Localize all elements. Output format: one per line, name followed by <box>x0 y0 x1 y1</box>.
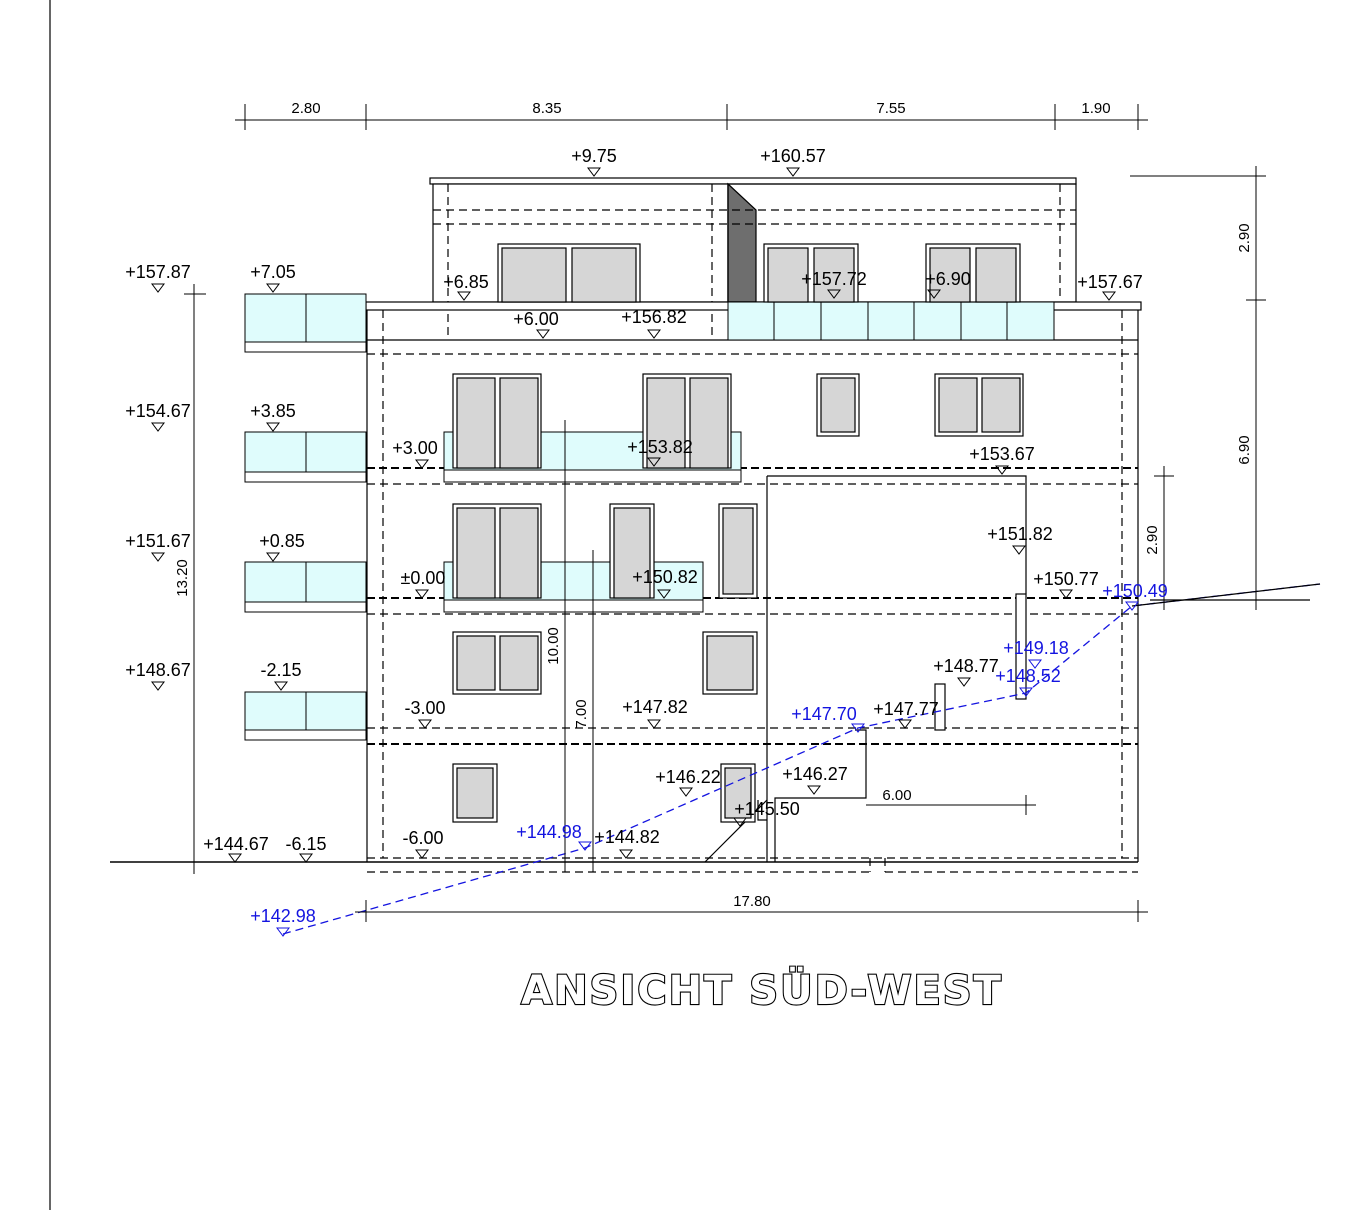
label-attic-left-abs: +157.87 <box>125 262 191 282</box>
terrain-label-6: +150.49 <box>1102 581 1168 601</box>
label-f2-floor-rel: +3.00 <box>392 438 438 458</box>
terrain-label-1: +142.98 <box>250 906 316 926</box>
dim-center-a: 10.00 <box>545 627 562 665</box>
label-b2-floor-abs: +144.82 <box>594 827 660 847</box>
label-b1-left-rel: -2.15 <box>260 660 301 680</box>
label-b2-abs-a: +146.22 <box>655 767 721 787</box>
dim-top-2: 8.35 <box>532 100 561 117</box>
window-f2-2 <box>642 373 732 469</box>
stair-post-2 <box>934 683 946 731</box>
window-b1-1 <box>452 631 542 695</box>
attic-shadow <box>727 182 757 303</box>
label-b1-stair-abs2: +147.77 <box>873 699 939 719</box>
balcony-f2-center-slab <box>443 469 742 483</box>
dim-center-b: 7.00 <box>573 699 590 728</box>
window-f2-4 <box>934 373 1024 437</box>
label-b1-floor-abs: +147.82 <box>622 697 688 717</box>
label-f2-right-abs: +153.67 <box>969 444 1035 464</box>
dimension-labels: 2.80 8.35 7.55 1.90 17.80 13.20 2.90 6.9… <box>174 100 1253 910</box>
dim-right-upper: 2.90 <box>1236 223 1253 252</box>
stair-frame <box>767 475 1027 594</box>
window-b1-2 <box>702 631 758 695</box>
attic-terrace-glass <box>727 301 1055 341</box>
label-attic-right-abs: +157.67 <box>1077 272 1143 292</box>
window-attic-3 <box>925 243 1021 303</box>
label-ground-left-rel: -6.15 <box>285 834 326 854</box>
balcony-b1-left-slab <box>244 729 367 741</box>
label-b1-floor-rel: -3.00 <box>404 698 445 718</box>
terrain-labels: +142.98 +144.98 +147.70 +148.52 +149.18 … <box>250 581 1168 926</box>
attic-roof-slab <box>429 177 1077 185</box>
balcony-attic-left-slab <box>244 341 367 353</box>
window-attic-1 <box>497 243 641 303</box>
window-f1-1 <box>452 503 542 599</box>
terrain-label-5: +149.18 <box>1003 638 1069 658</box>
label-b2-abs-c: +145.50 <box>734 799 800 819</box>
window-attic-2 <box>763 243 859 303</box>
terrain-label-2: +144.98 <box>516 822 582 842</box>
label-f2-left-abs: +154.67 <box>125 401 191 421</box>
label-f2-floor-abs: +153.82 <box>627 437 693 457</box>
dim-top-4: 1.90 <box>1081 100 1110 117</box>
terrain-label-4: +148.52 <box>995 666 1061 686</box>
label-f1-right-abs: +151.82 <box>987 524 1053 544</box>
label-ground-left-abs: +144.67 <box>203 834 269 854</box>
window-f1-2 <box>609 503 655 599</box>
window-b2-1 <box>452 763 498 823</box>
terrain-label-3: +147.70 <box>791 704 857 724</box>
balcony-f2-left-slab <box>244 471 367 483</box>
dim-garage: 6.00 <box>882 787 911 804</box>
label-attic-terrace-abs: +157.72 <box>801 269 867 289</box>
label-b1-stair-abs: +148.77 <box>933 656 999 676</box>
window-f2-1 <box>452 373 542 469</box>
dimension-lines <box>184 104 1266 922</box>
windows <box>452 243 1024 823</box>
entrance-wall <box>774 729 867 862</box>
label-f1-right-abs2: +150.77 <box>1033 569 1099 589</box>
dim-top-3: 7.55 <box>876 100 905 117</box>
level-labels: +9.75 +160.57 +157.87 +7.05 +6.85 +6.00 … <box>125 146 1143 854</box>
label-attic-rel-a: +6.85 <box>443 272 489 292</box>
dim-bottom: 17.80 <box>733 893 771 910</box>
balcony-f1-center-slab <box>443 599 704 613</box>
label-roof-abs: +160.57 <box>760 146 826 166</box>
label-f1-floor-abs: +150.82 <box>632 567 698 587</box>
terrain-profile <box>282 583 1321 935</box>
label-attic-floor-abs: +156.82 <box>621 307 687 327</box>
dim-right-lower: 6.90 <box>1236 435 1253 464</box>
terrain-markers <box>276 601 1139 937</box>
label-b1-left-abs: +148.67 <box>125 660 191 680</box>
label-f1-floor-rel: ±0.00 <box>401 568 446 588</box>
label-b2-floor-rel: -6.00 <box>402 828 443 848</box>
dim-left-total: 13.20 <box>174 559 191 597</box>
drawing-title: ANSICHT SÜD-WEST <box>521 966 1003 1014</box>
dim-right-inner: 2.90 <box>1144 525 1161 554</box>
terrain-black-right <box>1131 583 1321 607</box>
terrain-line <box>282 583 1321 935</box>
label-f1-left-rel: +0.85 <box>259 531 305 551</box>
window-f1-3 <box>718 503 758 599</box>
label-attic-left-rel: +7.05 <box>250 262 296 282</box>
stair-post <box>1015 593 1027 700</box>
label-roof-rel: +9.75 <box>571 146 617 166</box>
entrance-step <box>757 800 767 821</box>
label-attic-floor-rel: +6.00 <box>513 309 559 329</box>
dim-top-1: 2.80 <box>291 100 320 117</box>
entrance-ramp <box>704 799 768 863</box>
label-attic-terrace-rel: +6.90 <box>925 269 971 289</box>
window-f2-3 <box>816 373 860 437</box>
label-f2-left-rel: +3.85 <box>250 401 296 421</box>
level-markers <box>151 167 1116 863</box>
label-b2-abs-b: +146.27 <box>782 764 848 784</box>
balcony-f1-left-slab <box>244 601 367 613</box>
label-f1-left-abs: +151.67 <box>125 531 191 551</box>
